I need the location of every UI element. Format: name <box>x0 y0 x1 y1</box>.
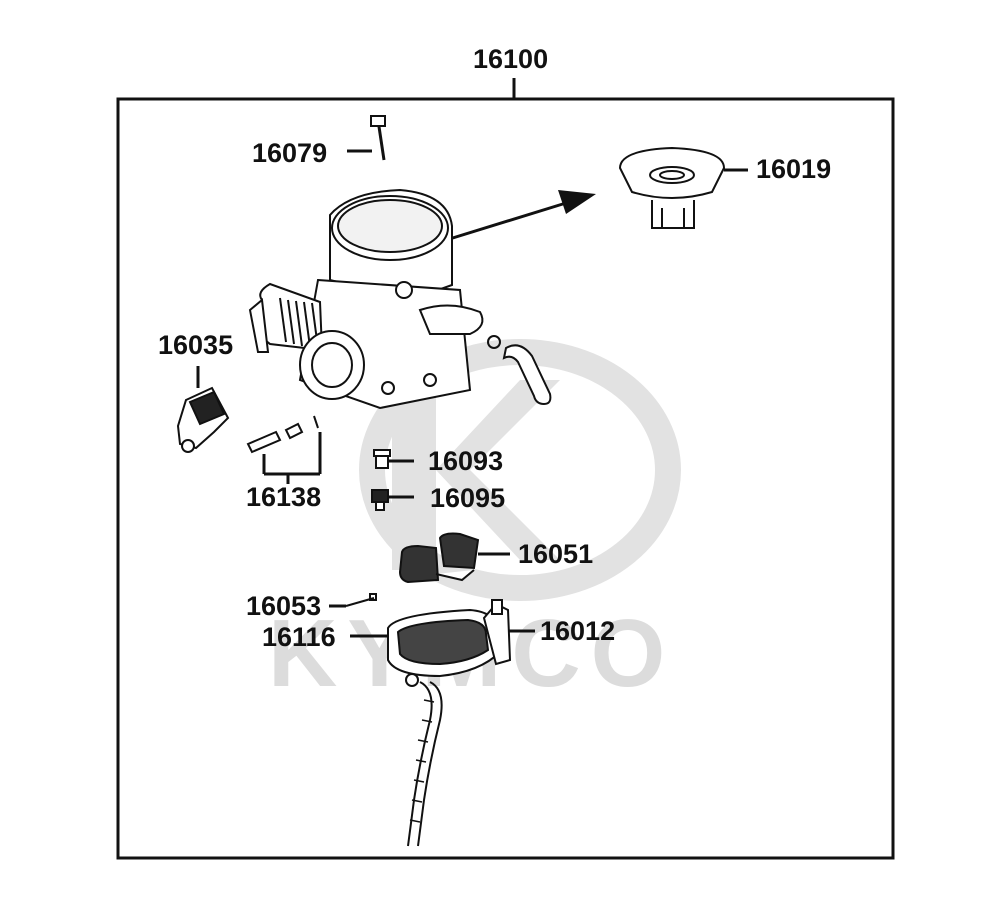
part-label-16093: 16093 <box>428 446 504 476</box>
part-16095-jet <box>371 489 389 511</box>
hose-right <box>487 335 552 406</box>
part-16093-jet <box>373 449 391 469</box>
part-16116-float-bowl <box>387 599 512 687</box>
part-label-16053: 16053 <box>246 591 322 621</box>
part-label-16012: 16012 <box>540 616 616 646</box>
part-16100-carburetor <box>248 188 484 410</box>
part-16051-float <box>398 532 480 584</box>
part-16019-diaphragm <box>618 146 726 229</box>
part-label-16079: 16079 <box>252 138 328 168</box>
part-16138-screw-set <box>246 415 319 454</box>
assembly-number-label: 16100 <box>473 44 549 74</box>
part-16079-screw <box>370 115 386 161</box>
part-16053-needle <box>345 593 377 607</box>
part-label-16095: 16095 <box>430 483 506 513</box>
part-label-16116: 16116 <box>262 622 336 652</box>
drain-hose <box>407 681 443 847</box>
assembly-frame <box>116 97 895 860</box>
part-16035-choke <box>176 386 230 453</box>
part-label-16035: 16035 <box>158 330 234 360</box>
part-label-16019: 16019 <box>756 154 832 184</box>
part-label-16138: 16138 <box>246 482 322 512</box>
part-label-16051: 16051 <box>518 539 594 569</box>
